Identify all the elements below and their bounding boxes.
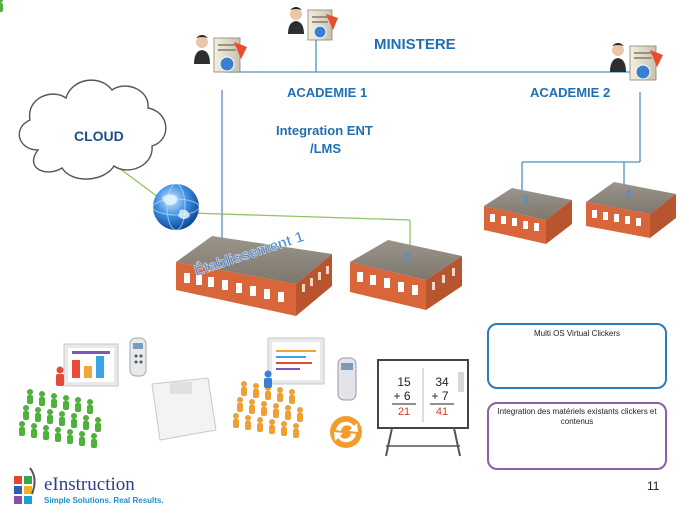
classroom-1-illustration bbox=[0, 0, 217, 448]
teacher-figure bbox=[56, 366, 64, 386]
clicker-remote-2-icon bbox=[337, 357, 357, 401]
sync-arrows-icon bbox=[330, 416, 362, 448]
building-4-label: 4 bbox=[625, 187, 632, 201]
classroom-2-illustration bbox=[233, 337, 362, 448]
board-problem2-answer: 41 bbox=[436, 406, 448, 418]
cloud-globe-link bbox=[114, 164, 163, 201]
academie2-label: ACADEMIE 2 bbox=[530, 85, 611, 100]
existing-hardware-title-line1: Integration des matériels existants clic… bbox=[497, 407, 657, 416]
interactive-whiteboard bbox=[377, 359, 469, 457]
ministere-label: MINISTERE bbox=[374, 36, 456, 53]
presentation-screen-2 bbox=[267, 337, 325, 385]
globe-etablissement-link bbox=[189, 212, 411, 221]
receiver-hub-icon bbox=[151, 377, 217, 441]
existing-hardware-box: Integration des matériels existants clic… bbox=[487, 402, 667, 470]
presentation-screen bbox=[63, 343, 119, 387]
board-problem1-answer: 21 bbox=[398, 406, 410, 418]
logo-tagline: Simple Solutions. Real Results. bbox=[44, 496, 164, 505]
student-group-orange bbox=[233, 381, 303, 438]
einstruction-logo-mark bbox=[14, 467, 36, 504]
building-3-label: 3 bbox=[522, 193, 529, 207]
board-problem2-top: 34 bbox=[435, 375, 449, 389]
server-academie2 bbox=[610, 43, 663, 81]
board-problem1-top: 15 bbox=[397, 375, 411, 389]
building-2 bbox=[350, 240, 462, 310]
integration-ent-label: Integration ENT bbox=[276, 123, 373, 138]
cloud-shape bbox=[18, 79, 167, 180]
student-group-green bbox=[0, 0, 101, 448]
cloud-label: CLOUD bbox=[74, 128, 124, 144]
virtual-clickers-title: Multi OS Virtual Clickers bbox=[533, 329, 621, 338]
board-problem1-bottom: + 6 bbox=[393, 389, 410, 403]
building-2-label: 2 bbox=[404, 250, 411, 265]
server-ministere bbox=[288, 7, 338, 41]
existing-hardware-title-line2: contenus bbox=[560, 417, 594, 426]
globe-icon bbox=[152, 183, 200, 231]
building-4 bbox=[586, 182, 676, 238]
building-etablissement-1 bbox=[176, 236, 332, 316]
server-academie1 bbox=[194, 35, 247, 73]
page-number: 11 bbox=[647, 479, 660, 493]
building-3 bbox=[484, 188, 572, 244]
clicker-remote-icon bbox=[129, 337, 147, 377]
logo-wordmark: eInstruction bbox=[44, 474, 135, 495]
virtual-clickers-box: Multi OS Virtual Clickers bbox=[487, 323, 667, 389]
board-problem2-bottom: + 7 bbox=[431, 389, 448, 403]
connection-lines bbox=[114, 40, 641, 255]
academie1-label: ACADEMIE 1 bbox=[287, 85, 368, 100]
teacher-figure-2 bbox=[264, 370, 272, 388]
integration-lms-label: /LMS bbox=[310, 141, 342, 156]
